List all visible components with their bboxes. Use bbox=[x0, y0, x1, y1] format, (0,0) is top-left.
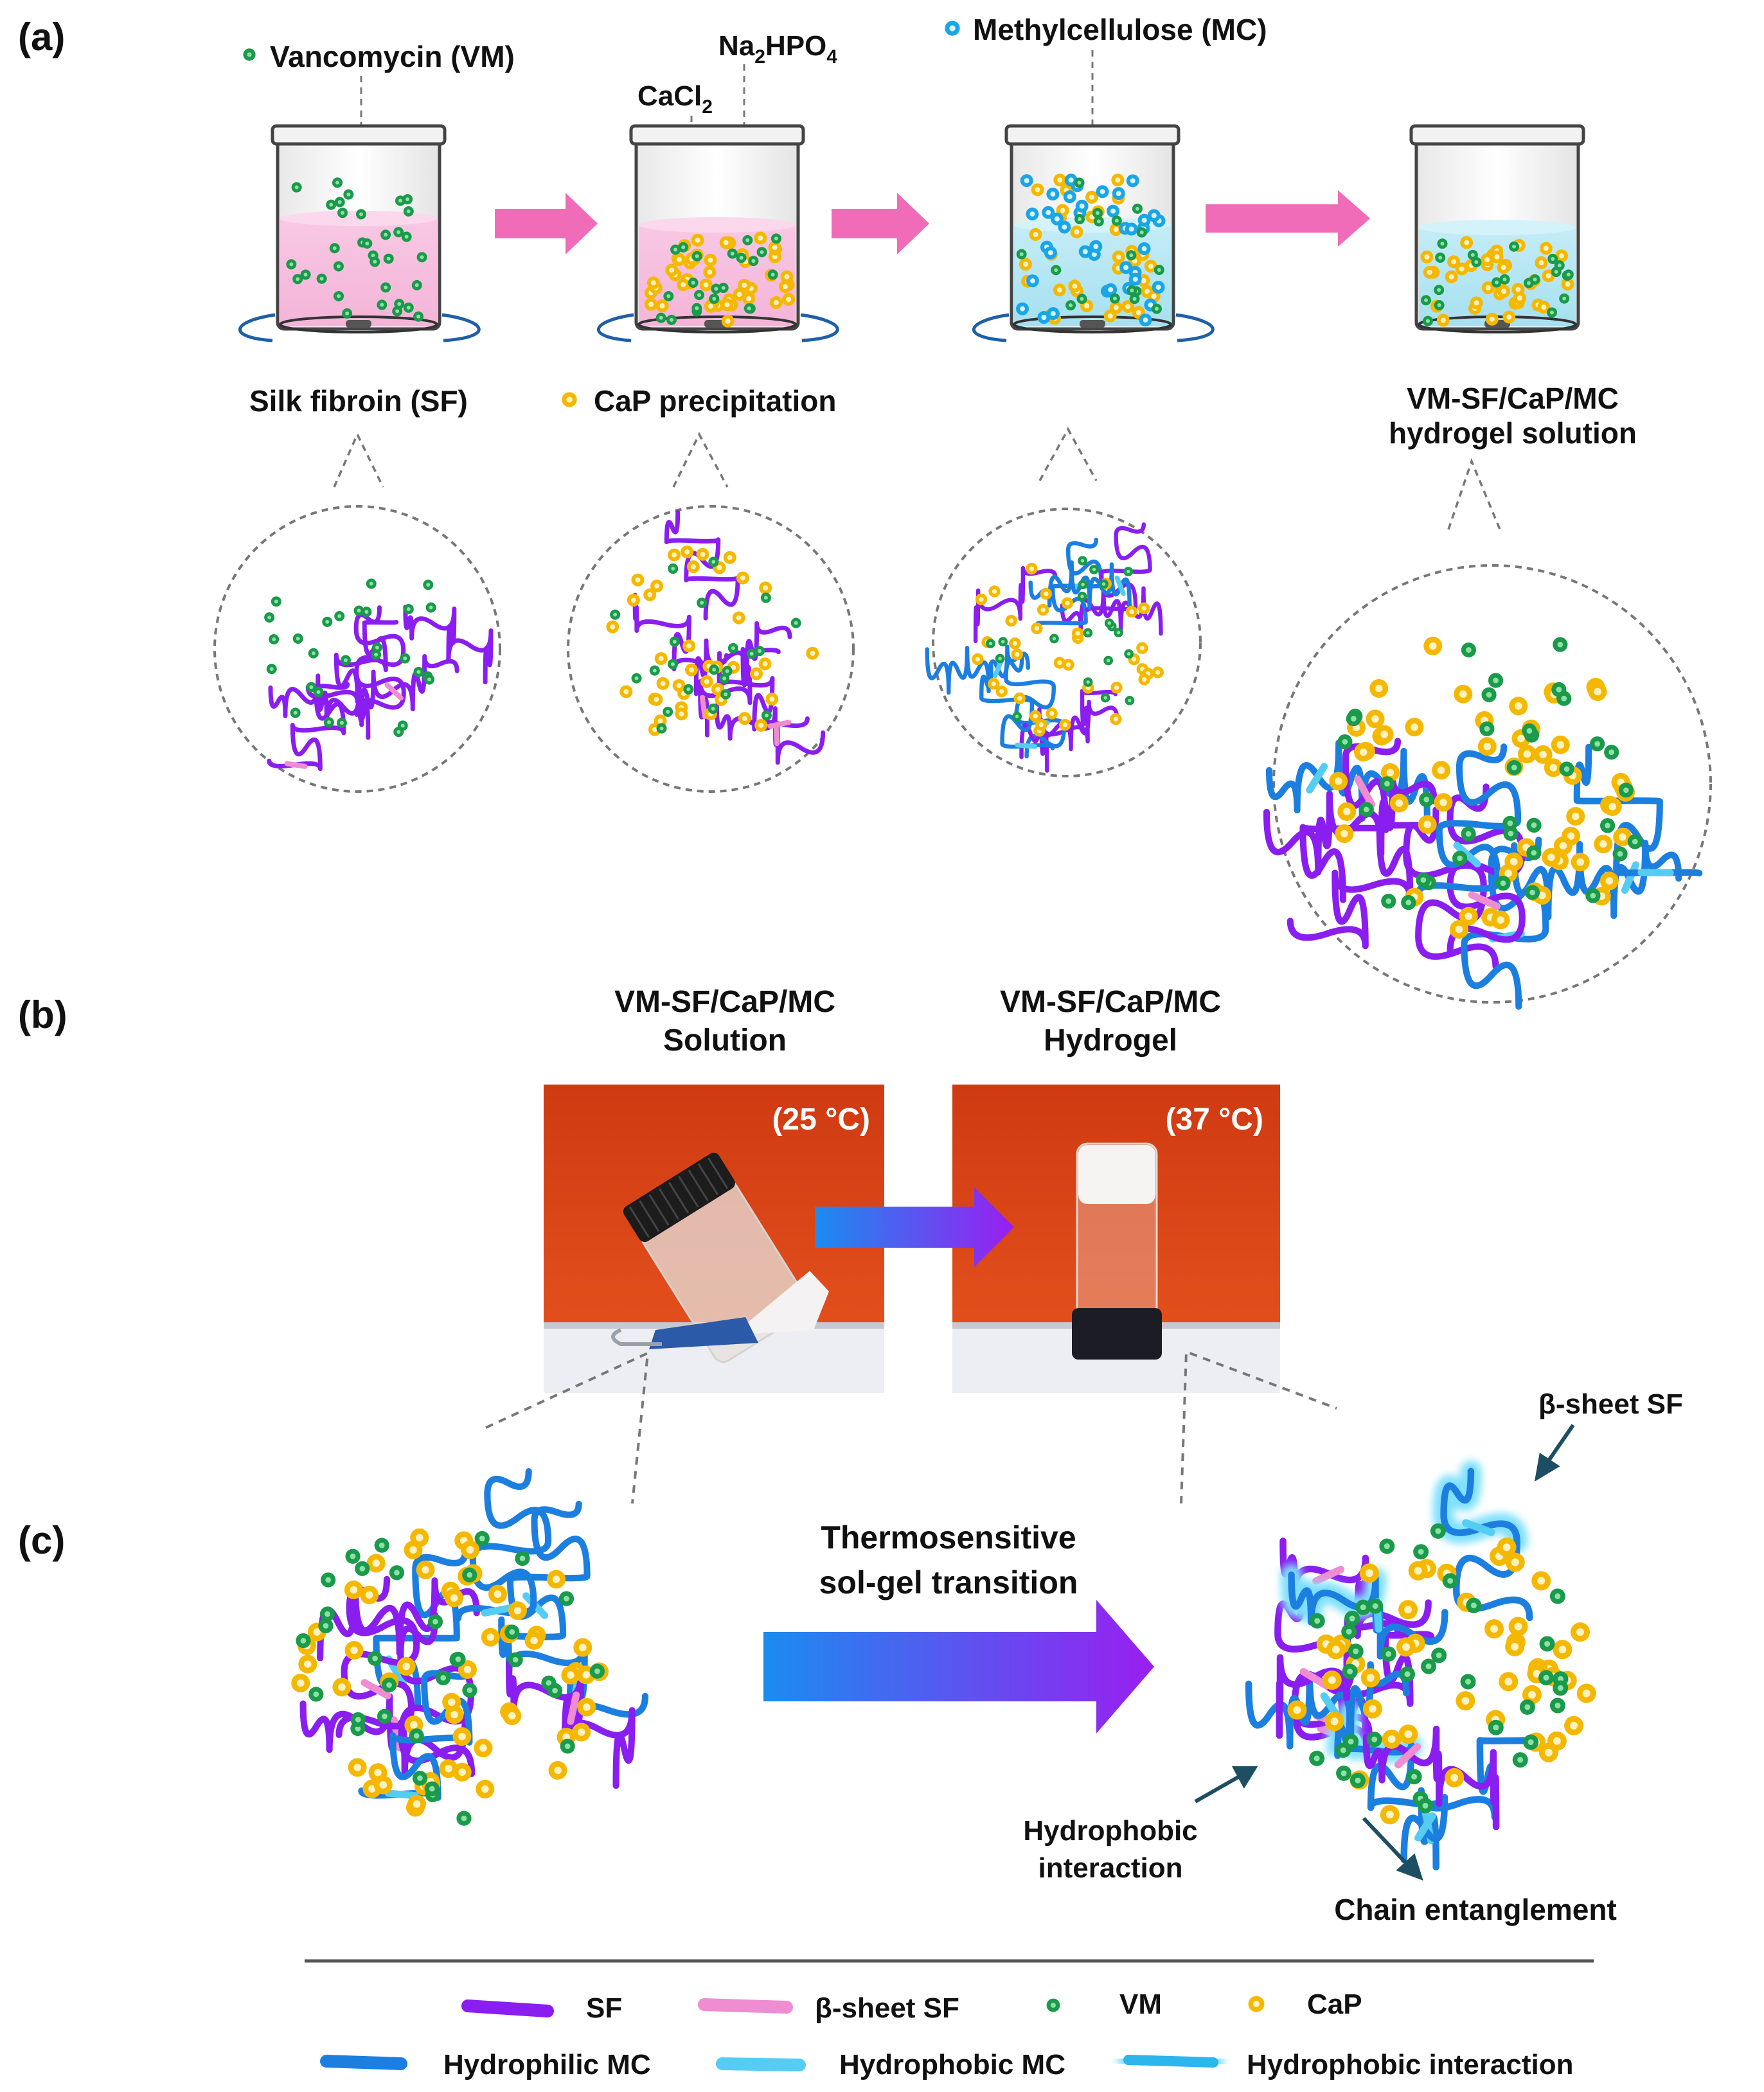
cap-legend-icon bbox=[562, 392, 577, 407]
legend-swatch-vm bbox=[1046, 1998, 1060, 2012]
sol-gel-transition-arrow bbox=[763, 1600, 1154, 1733]
hydrophobic-annotation-line2: interaction bbox=[1038, 1852, 1183, 1884]
sf-chain bbox=[693, 621, 792, 696]
sf-chain bbox=[305, 619, 399, 705]
mc-chain bbox=[1288, 1571, 1448, 1660]
sf-chain bbox=[973, 565, 1058, 644]
legend-label-hydrophobic-mc: Hydrophobic MC bbox=[839, 2049, 1065, 2080]
mc-chain bbox=[1573, 743, 1703, 877]
sf-chain bbox=[632, 592, 729, 671]
mc-chain bbox=[925, 644, 1030, 695]
chain-entanglement-annotation: Chain entanglement bbox=[1334, 1893, 1617, 1926]
final-solution-label-line1: VM-SF/CaP/MC bbox=[1407, 382, 1619, 415]
legend-label-hydrophobic-interaction: Hydrophobic interaction bbox=[1247, 2049, 1573, 2080]
sf-chain bbox=[359, 654, 459, 727]
sf-chain bbox=[1019, 699, 1119, 759]
sf-chain bbox=[714, 703, 826, 765]
legend-swatch-hydrophilic-mc bbox=[320, 2055, 407, 2070]
sf-chain bbox=[1362, 1725, 1500, 1830]
solution-title-line1: VM-SF/CaP/MC bbox=[614, 985, 835, 1019]
methylcellulose-legend-icon bbox=[945, 21, 960, 36]
zoom-circle-cap bbox=[567, 505, 855, 793]
zoom-circle-silk-fibroin bbox=[213, 505, 501, 793]
beta-sheet-annotation: β-sheet SF bbox=[1538, 1388, 1683, 1420]
sf-chain bbox=[317, 1577, 480, 1662]
methylcellulose-label: Methylcellulose (MC) bbox=[973, 13, 1267, 46]
mc-chain bbox=[1245, 1661, 1410, 1750]
legend-swatch-hydrophobic-mc bbox=[716, 2057, 806, 2071]
legend-swatch-sf bbox=[461, 1999, 554, 2017]
network-hydrogel bbox=[1245, 1460, 1596, 1871]
mc-chain bbox=[1461, 837, 1549, 1010]
beaker-cap-precipitation bbox=[596, 124, 839, 342]
zoom-callouts-b bbox=[485, 1350, 1337, 1504]
beaker-silk-fibroin bbox=[238, 124, 481, 342]
process-arrows bbox=[495, 190, 1370, 254]
hydrogel-title-line2: Hydrogel bbox=[1044, 1024, 1177, 1058]
legend-label-vm: VM bbox=[1119, 1989, 1162, 2020]
photo-hydrogel-37c: (37 °C) bbox=[952, 1085, 1280, 1393]
temperature-37c: (37 °C) bbox=[1165, 1103, 1263, 1137]
cacl2-label: CaCl2 bbox=[637, 80, 713, 118]
vancomycin-label: Vancomycin (VM) bbox=[270, 40, 515, 73]
sf-chain bbox=[403, 605, 494, 685]
hydrogel-title-line1: VM-SF/CaP/MC bbox=[1000, 985, 1221, 1019]
panel-b-label: (b) bbox=[18, 993, 67, 1036]
legend-swatch-hydrophobic-interaction bbox=[1118, 2049, 1224, 2073]
legend: SF β-sheet SF VM CaP Hydrophilic MC Hydr… bbox=[320, 1989, 1573, 2080]
beaker-methylcellulose bbox=[972, 124, 1215, 342]
network-solution bbox=[291, 1468, 649, 1826]
transition-label-line2: sol-gel transition bbox=[819, 1565, 1078, 1600]
photo-transition-arrow bbox=[815, 1187, 1014, 1267]
zoom-callouts-a bbox=[333, 427, 1501, 530]
legend-label-beta-sheet-sf: β-sheet SF bbox=[815, 1992, 959, 2024]
legend-swatch-beta-sheet bbox=[698, 1998, 793, 2014]
vancomycin-legend-icon bbox=[243, 48, 256, 61]
legend-label-hydrophilic-mc: Hydrophilic MC bbox=[443, 2049, 651, 2080]
legend-label-sf: SF bbox=[586, 1992, 622, 2024]
zoom-circle-final-solution bbox=[1263, 564, 1712, 1010]
hydrophobic-annotation-line1: Hydrophobic bbox=[1023, 1815, 1197, 1847]
annotation-arrows bbox=[1194, 1424, 1575, 1881]
mc-chain bbox=[1334, 1708, 1448, 1863]
panel-a-label: (a) bbox=[18, 15, 65, 58]
zoom-circle-mc bbox=[925, 508, 1202, 777]
solution-title-line2: Solution bbox=[663, 1024, 787, 1058]
silk-fibroin-label: Silk fibroin (SF) bbox=[249, 384, 468, 418]
cap-precipitation-label: CaP precipitation bbox=[594, 384, 836, 418]
legend-swatch-cap bbox=[1248, 1996, 1265, 2012]
panel-c-label: (c) bbox=[18, 1519, 65, 1562]
transition-label-line1: Thermosensitive bbox=[821, 1520, 1076, 1556]
mc-chain bbox=[979, 664, 1055, 750]
na2hpo4-label: Na2HPO4 bbox=[718, 30, 837, 67]
mc-chain bbox=[1440, 1467, 1533, 1622]
legend-label-cap: CaP bbox=[1307, 1989, 1362, 2020]
mc-chain bbox=[455, 1468, 552, 1622]
temperature-25c: (25 °C) bbox=[772, 1103, 870, 1137]
final-solution-label-line2: hydrogel solution bbox=[1389, 416, 1637, 450]
sf-chain bbox=[1447, 783, 1526, 954]
beaker-final-solution bbox=[1409, 124, 1585, 333]
